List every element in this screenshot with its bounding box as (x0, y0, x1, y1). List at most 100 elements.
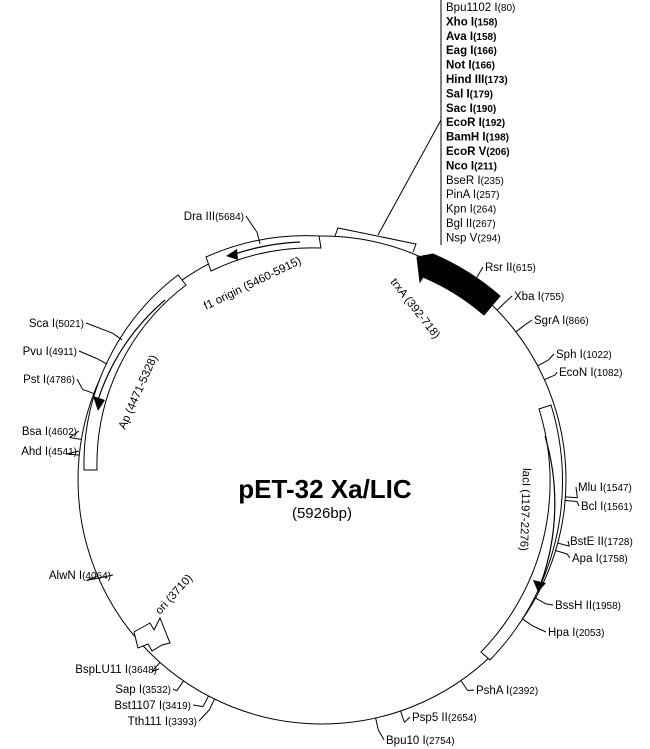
site-label-name: Tth111 I (128, 716, 169, 728)
site-label-name: Hpa I (548, 627, 576, 639)
site-leader (575, 486, 578, 498)
site-label-name: EcoN I (559, 367, 594, 379)
site-label-name: BspLU11 I (75, 664, 128, 676)
site-leader (245, 215, 258, 233)
mcs-site-position: (198) (486, 133, 509, 144)
site-bste-ii: BstE II(1728) (557, 536, 633, 548)
feature-lacI-arrowhead (533, 580, 546, 592)
mcs-site-name: Ava I (446, 31, 473, 43)
mcs-site-name: Bgl II (446, 218, 472, 230)
site-label-position: (5021) (55, 319, 84, 330)
mcs-site-label: Bgl II(267) (446, 218, 496, 230)
mcs-site-list: Bpu1102 I(80)Xho I(158)Ava I(158)Eag I(1… (446, 2, 515, 244)
site-label-name: Sca I (29, 318, 55, 330)
site-label-position: (1758) (599, 554, 628, 565)
site-leader (567, 540, 570, 547)
mcs-site-position: (173) (484, 75, 507, 86)
site-label-name: Dra III (184, 211, 215, 223)
site-label-position: (755) (541, 292, 564, 303)
site-label: Pvu I(4911) (23, 346, 77, 358)
site-tick (69, 436, 82, 440)
restriction-site-layer: Rsr II(615)Xba I(755)SgrA I(866)Sph I(10… (21, 211, 633, 747)
site-leader (151, 668, 160, 672)
site-mlu-i: Mlu I(1547) (565, 482, 632, 499)
site-label: Bst1107 I(3419) (114, 700, 191, 712)
site-label: Sap I(3532) (115, 684, 171, 696)
site-tick (375, 717, 379, 730)
site-leader (85, 322, 113, 334)
mcs-site-position: (206) (486, 147, 509, 158)
site-label: Ahd I(4541) (21, 446, 77, 458)
site-xba-i: Xba I(755) (496, 291, 564, 311)
plasmid-name: pET-32 Xa/LIC (238, 474, 412, 504)
site-label-position: (3393) (168, 717, 197, 728)
site-econ-i: EcoN I(1082) (544, 367, 623, 381)
site-label-name: Bst1107 I (114, 700, 162, 712)
site-label-position: (1728) (604, 537, 633, 548)
site-label: BstE II(1728) (570, 536, 633, 548)
mcs-site-position: (267) (472, 219, 495, 230)
mcs-site-label: Kpn I(264) (446, 204, 496, 216)
site-label-name: Sph I (556, 349, 583, 361)
site-tick (256, 232, 261, 245)
feature-ori-arrow (133, 616, 171, 652)
mcs-site-position: (264) (473, 205, 496, 216)
site-label-position: (4064) (82, 571, 111, 582)
feature-lacI-arrow (540, 435, 556, 584)
site-tick (565, 496, 578, 499)
site-label-position: (3532) (142, 685, 171, 696)
site-label-name: Pst I (23, 374, 46, 386)
mcs-site-name: Hind III (446, 74, 484, 86)
site-label: Psp5 II(2654) (412, 712, 477, 724)
site-label: BspLU11 I(3648) (75, 664, 157, 676)
site-label: Dra III(5684) (184, 211, 244, 223)
site-leader (547, 353, 555, 361)
mcs-site-label: Not I(166) (446, 60, 495, 72)
site-label-name: Bsa I (22, 426, 48, 438)
site-tick (544, 374, 556, 381)
mcs-site-label: BamH I(198) (446, 132, 509, 144)
site-tick (202, 695, 210, 707)
site-leader (505, 295, 513, 303)
site-bsplu11-i: BspLU11 I(3648) (75, 662, 161, 676)
site-label: AlwN I(4064) (49, 570, 111, 582)
mcs-site-name: EcoR V (446, 146, 487, 158)
site-pst-i: Pst I(4786) (23, 374, 94, 395)
plasmid-size: (5926bp) (292, 505, 352, 522)
site-leader (78, 350, 97, 359)
mcs-site-position: (211) (474, 161, 497, 172)
mcs-site-position: (294) (477, 233, 500, 244)
site-label-name: BssH II (555, 600, 592, 612)
feature-f1-origin-arrowhead (226, 249, 238, 260)
site-tick (208, 698, 216, 711)
site-tick (151, 662, 161, 672)
site-label-name: Sap I (115, 684, 142, 696)
site-label-name: Bpu10 I (386, 735, 426, 747)
mcs-site-label: Nsp V(294) (446, 232, 501, 244)
site-sgra-i: SgrA I(866) (515, 315, 589, 333)
site-label-position: (1082) (594, 368, 623, 379)
site-label-position: (1022) (583, 350, 612, 361)
plasmid-backbone (77, 235, 567, 725)
mcs-site-label: Xho I(158) (446, 16, 497, 28)
site-leader (545, 603, 554, 606)
site-tick (469, 276, 478, 287)
site-sap-i: Sap I(3532) (115, 680, 184, 696)
site-leader (404, 716, 411, 723)
site-tick (535, 597, 547, 605)
site-label-position: (2754) (426, 736, 455, 747)
site-label-position: (2654) (448, 713, 477, 724)
site-label-name: Mlu I (578, 482, 603, 494)
site-tick (176, 680, 184, 692)
mcs-site-position: (80) (498, 3, 516, 14)
site-label-position: (1547) (603, 483, 632, 494)
site-tick (565, 500, 578, 503)
site-apa-i: Apa I(1758) (555, 550, 628, 565)
site-pvu-i: Pvu I(4911) (23, 346, 108, 365)
site-label-name: Xba I (514, 291, 541, 303)
site-label-name: Apa I (572, 553, 599, 565)
site-tick (400, 710, 405, 723)
site-label: Mlu I(1547) (578, 482, 632, 494)
mcs-site-position: (257) (476, 190, 499, 201)
site-ahd-i: Ahd I(4541) (21, 446, 80, 458)
